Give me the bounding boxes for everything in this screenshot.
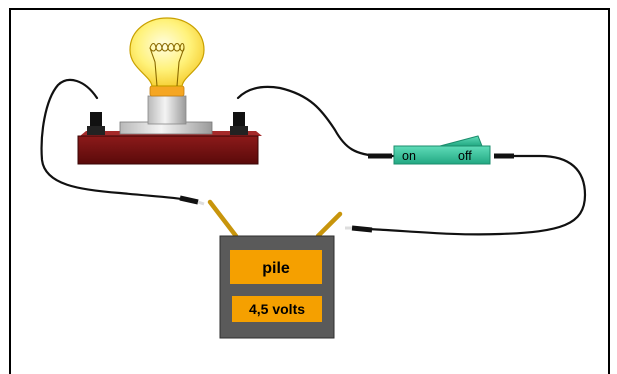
bulb-collar bbox=[149, 85, 185, 97]
switch-on-label: on bbox=[402, 149, 416, 163]
diagram-frame bbox=[9, 8, 610, 374]
battery-label-box bbox=[230, 250, 322, 284]
lamp-terminal-right-cap bbox=[230, 126, 248, 135]
lamp-terminal-left-cap bbox=[87, 126, 105, 135]
switch-body bbox=[393, 145, 491, 165]
plug-battery-right bbox=[351, 225, 373, 233]
battery-label: pile bbox=[262, 260, 290, 277]
switch[interactable]: on off bbox=[393, 135, 491, 165]
bulb-glass bbox=[129, 17, 205, 87]
lamp-holder bbox=[77, 95, 262, 165]
battery-voltage-box bbox=[232, 296, 322, 322]
plug-tip-battery-left bbox=[197, 200, 205, 206]
switch-off-label: off bbox=[458, 149, 472, 163]
filament-icon bbox=[149, 42, 185, 87]
wire-plugs bbox=[179, 153, 514, 233]
wire-switch-to-battery bbox=[363, 154, 587, 236]
light-bulb bbox=[129, 17, 205, 97]
wire-lamp-left-to-battery bbox=[40, 78, 192, 202]
wires bbox=[40, 78, 587, 236]
battery-voltage: 4,5 volts bbox=[249, 301, 305, 317]
lamp-base bbox=[77, 135, 259, 165]
battery-terminal-left bbox=[207, 199, 239, 239]
plug-battery-left bbox=[179, 195, 199, 205]
lamp-socket bbox=[147, 95, 187, 125]
battery-terminal-right bbox=[315, 211, 343, 239]
switch-lever bbox=[439, 135, 483, 147]
battery: pile 4,5 volts bbox=[207, 199, 343, 339]
wire-lamp-right-to-switch bbox=[236, 85, 399, 158]
